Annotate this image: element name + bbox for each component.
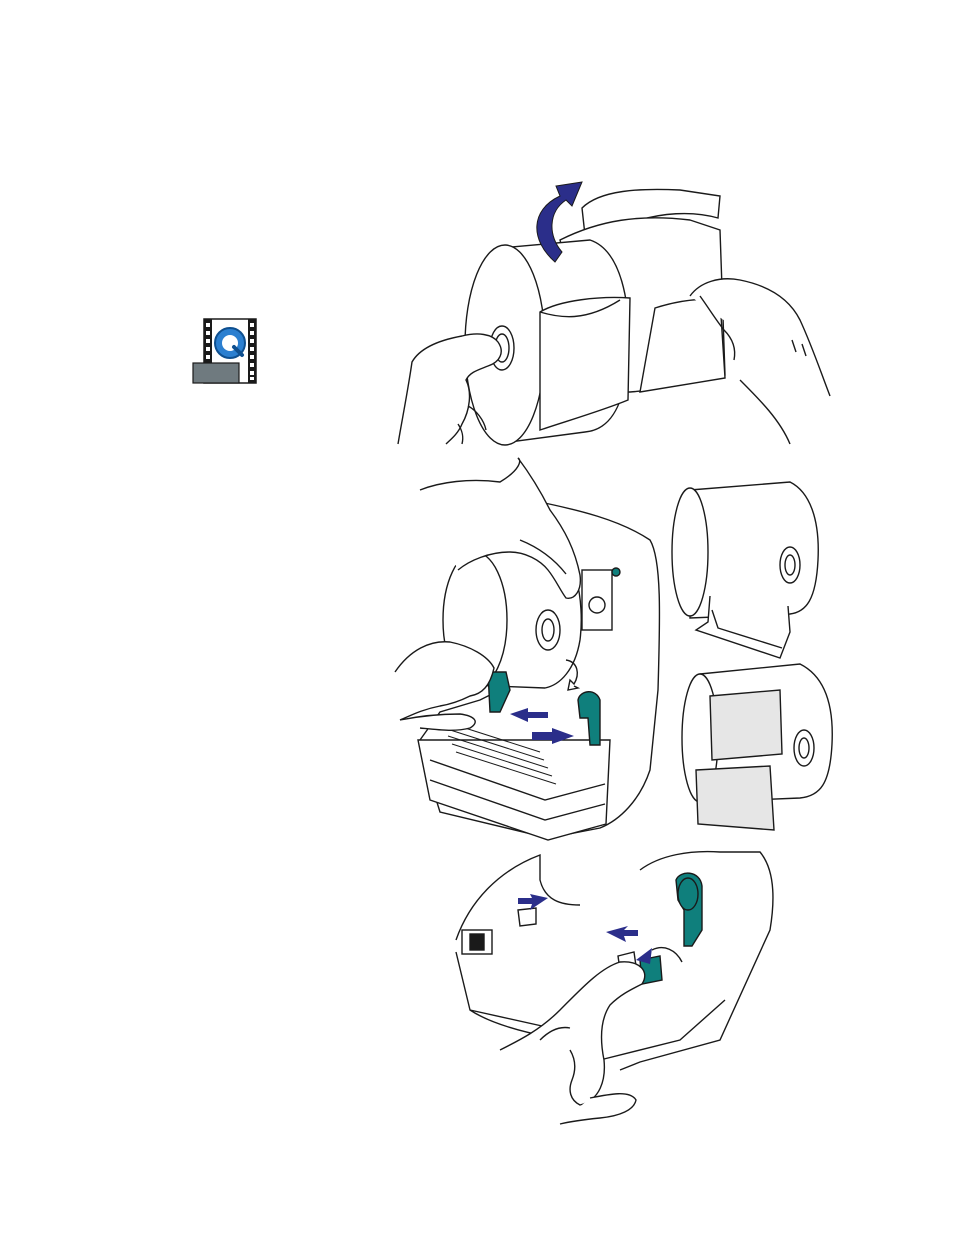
figure-prepare-roll (398, 182, 830, 445)
figure-load-roll (395, 458, 832, 840)
figure-adjust-guides (456, 852, 773, 1124)
